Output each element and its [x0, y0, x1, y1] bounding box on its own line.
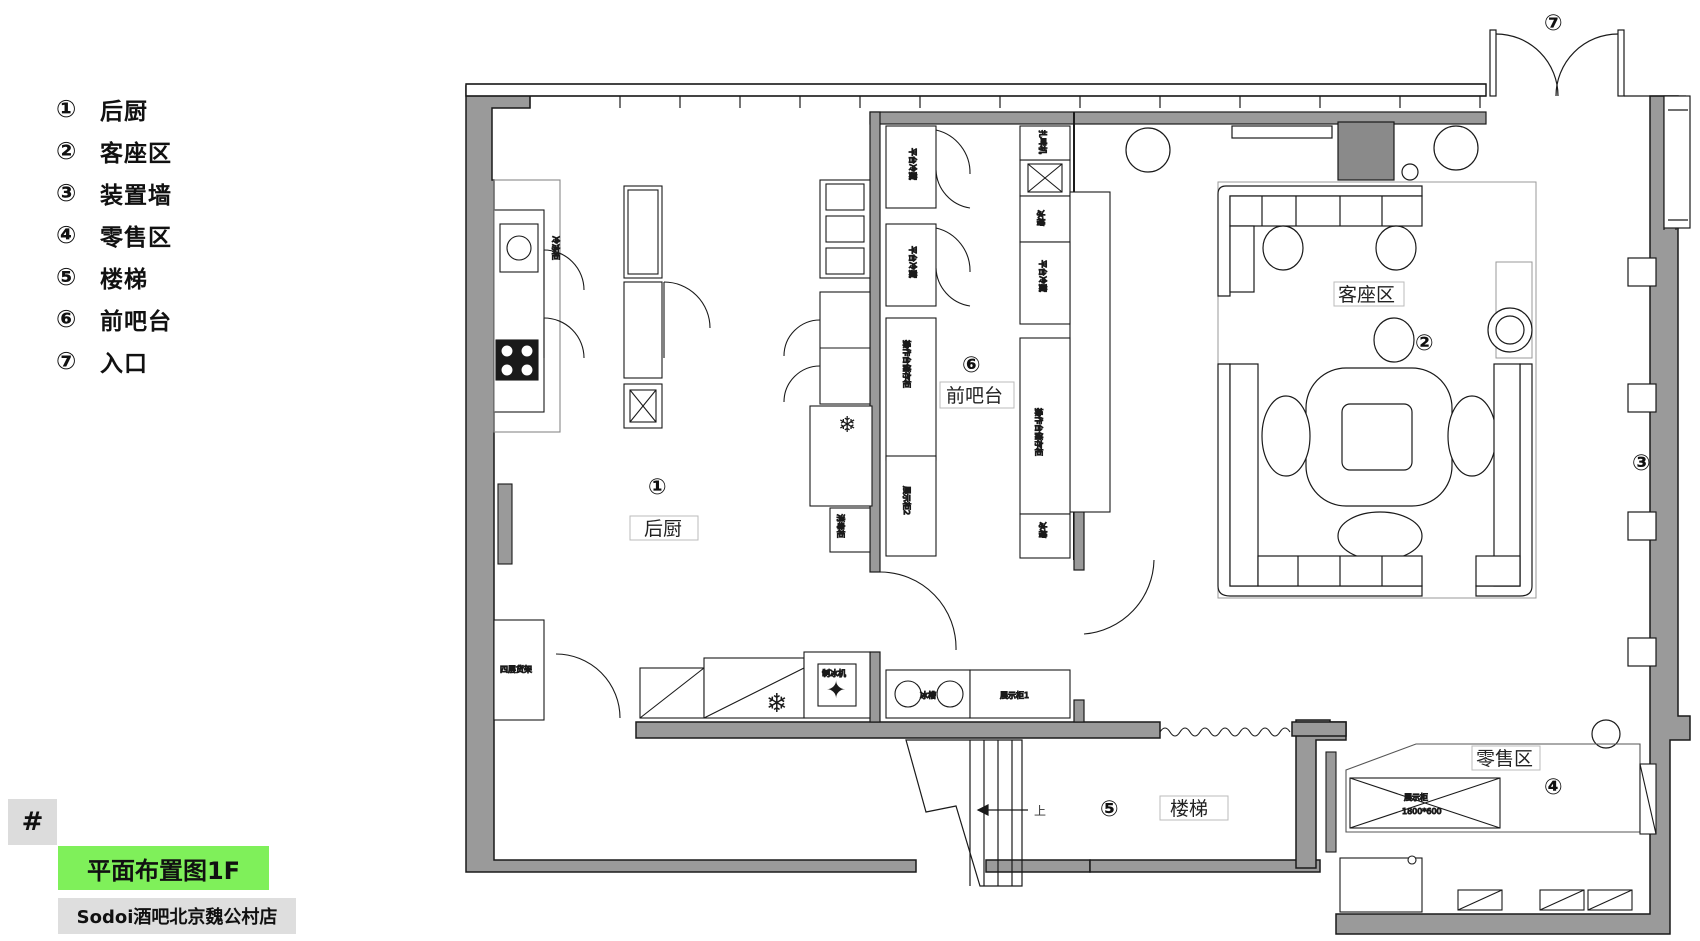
legend: ① 后厨 ② 客座区 ③ 装置墙 ④ 零售区 ⑤ 楼梯 ⑥ 前吧台 ⑦ 入口: [56, 88, 172, 382]
legend-label: 前吧台: [100, 309, 172, 335]
legend-number: ⑦: [56, 347, 77, 375]
legend-label: 后厨: [100, 99, 148, 125]
legend-label: 客座区: [100, 141, 172, 167]
retail-fixtures: 展示柜 1800*600: [1159, 727, 1657, 913]
legend-label: 楼梯: [100, 267, 148, 293]
legend-item: ⑥ 前吧台: [56, 298, 172, 340]
display-cabinet-2-label: 展示柜2: [902, 486, 912, 515]
bar-fridge-label: 平台冷藏: [908, 246, 918, 278]
ice-sink-label: 冰槽: [1038, 522, 1048, 538]
plan-title: 平面布置图1F: [58, 846, 269, 890]
zone-label-seating: 客座区: [1338, 284, 1395, 306]
legend-number: ①: [56, 95, 77, 123]
legend-number: ④: [56, 221, 77, 249]
shelf-label: 四层货架: [500, 664, 532, 674]
kitchen-fixtures: 冷冻柜 ❄ 消毒柜 四层货架 ❄: [493, 179, 873, 721]
legend-item: ① 后厨: [56, 88, 172, 130]
bar-fixtures: 平台冷藏 平台冷藏 操作台储存柜 展示柜2 扎啤机 冰槽 平台冷藏 操作台储存柜…: [879, 125, 1155, 719]
ice-machine-icon: ✦: [826, 676, 846, 704]
seating-fixtures: [1125, 121, 1657, 749]
bar-fridge-label: 平台冷藏: [908, 148, 918, 180]
legend-number: ⑥: [56, 305, 77, 333]
marker-kitchen: ①: [648, 475, 667, 500]
zone-label-kitchen: 后厨: [644, 518, 682, 540]
zone-label-bar: 前吧台: [946, 385, 1003, 407]
snowflake-icon: ❄: [838, 413, 856, 438]
ice-sink-label: 冰槽: [920, 690, 936, 700]
snowflake-icon: ❄: [766, 689, 788, 719]
ice-machine-label: 制冰机: [822, 668, 846, 678]
disinfect-cabinet-label: 消毒柜: [836, 514, 846, 538]
legend-number: ⑤: [56, 263, 77, 291]
bar-work-label: 操作台储存柜: [1034, 408, 1044, 456]
legend-item: ② 客座区: [56, 130, 172, 172]
legend-label: 入口: [100, 351, 148, 377]
legend-item: ③ 装置墙: [56, 172, 172, 214]
legend-label: 装置墙: [100, 183, 172, 209]
beer-tap-label: 扎啤机: [1038, 130, 1048, 154]
walls: [465, 83, 1691, 935]
legend-number: ②: [56, 137, 77, 165]
svg-text:冷冻柜: 冷冻柜: [551, 236, 561, 260]
legend-label: 零售区: [100, 225, 172, 251]
hash-badge: #: [8, 799, 57, 845]
plan-subtitle: Sodoi酒吧北京魏公村店: [58, 898, 296, 934]
bar-work-label: 操作台储存柜: [902, 340, 912, 388]
display-cabinet-1-label: 展示柜1: [1000, 690, 1029, 700]
marker-retail: ④: [1544, 775, 1563, 800]
zone-markers: ① ② ③ ④ ⑤ ⑥ ⑦: [648, 11, 1651, 822]
zone-label-retail: 零售区: [1476, 748, 1533, 770]
legend-number: ③: [56, 179, 77, 207]
legend-item: ⑦ 入口: [56, 340, 172, 382]
retail-display-size: 1800*600: [1402, 807, 1442, 816]
marker-wall-installation: ③: [1632, 451, 1651, 476]
legend-item: ④ 零售区: [56, 214, 172, 256]
marker-entrance: ⑦: [1544, 11, 1563, 36]
legend-item: ⑤ 楼梯: [56, 256, 172, 298]
marker-stairs: ⑤: [1100, 797, 1119, 822]
retail-display-label: 展示柜: [1404, 792, 1428, 802]
marker-seating: ②: [1415, 331, 1434, 356]
marker-bar: ⑥: [962, 353, 981, 378]
top-wall-detail: [466, 29, 1691, 723]
bar-fridge-label: 平台冷藏: [1038, 260, 1048, 292]
stair-up-label: 上: [1034, 804, 1046, 818]
stairs: 上: [905, 739, 1046, 887]
zone-label-stairs: 楼梯: [1170, 798, 1208, 820]
zone-labels: 后厨 前吧台 客座区 零售区 楼梯: [629, 281, 1541, 821]
ice-sink-label: 冰槽: [1036, 210, 1046, 226]
